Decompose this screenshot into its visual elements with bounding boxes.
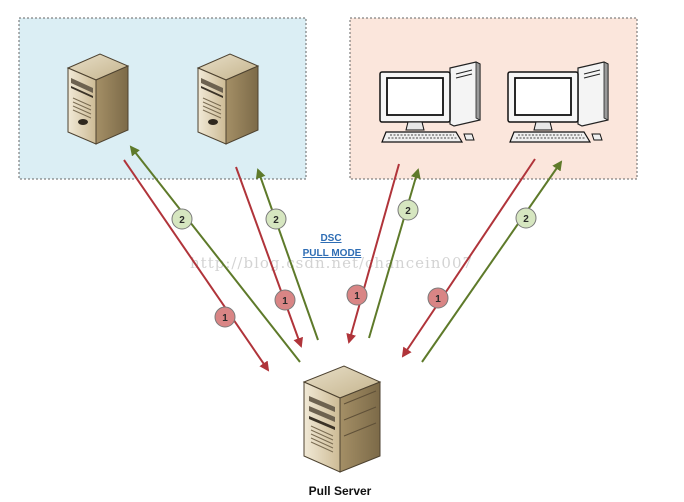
servers-group-box — [18, 17, 307, 180]
server-icon — [197, 53, 259, 145]
report-step-badge: 2 — [397, 199, 419, 221]
pull-server-icon — [303, 365, 381, 473]
dsc-title: DSC — [320, 233, 341, 244]
report-arrow — [255, 168, 319, 341]
server-icon — [67, 53, 129, 145]
report-step-badge: 2 — [265, 208, 287, 230]
pull-server-label: Pull Server — [309, 484, 372, 498]
svg-text:1: 1 — [435, 294, 441, 305]
svg-text:2: 2 — [405, 206, 411, 217]
pull-arrow — [235, 166, 303, 348]
report-arrow — [368, 168, 421, 339]
report-step-badge: 2 — [171, 208, 193, 230]
pull-arrow — [401, 158, 536, 358]
report-arrow — [421, 160, 563, 363]
svg-text:1: 1 — [282, 296, 288, 307]
pull-step-badge: 1 — [214, 306, 236, 328]
pull-arrow — [123, 159, 270, 372]
pull-step-badge: 1 — [346, 284, 368, 306]
svg-text:2: 2 — [179, 215, 185, 226]
pull-mode-title: PULL MODE — [303, 248, 362, 259]
report-step-badge: 2 — [515, 207, 537, 229]
svg-text:2: 2 — [273, 215, 279, 226]
pull-step-badge: 1 — [274, 289, 296, 311]
svg-text:1: 1 — [222, 313, 228, 324]
pull-step-badge: 1 — [427, 287, 449, 309]
watermark-text: http://blog.csdn.net/chancein007 — [190, 254, 473, 272]
report-arrow — [129, 145, 301, 363]
svg-text:2: 2 — [523, 214, 529, 225]
pull-arrow — [346, 163, 400, 344]
svg-text:1: 1 — [354, 291, 360, 302]
